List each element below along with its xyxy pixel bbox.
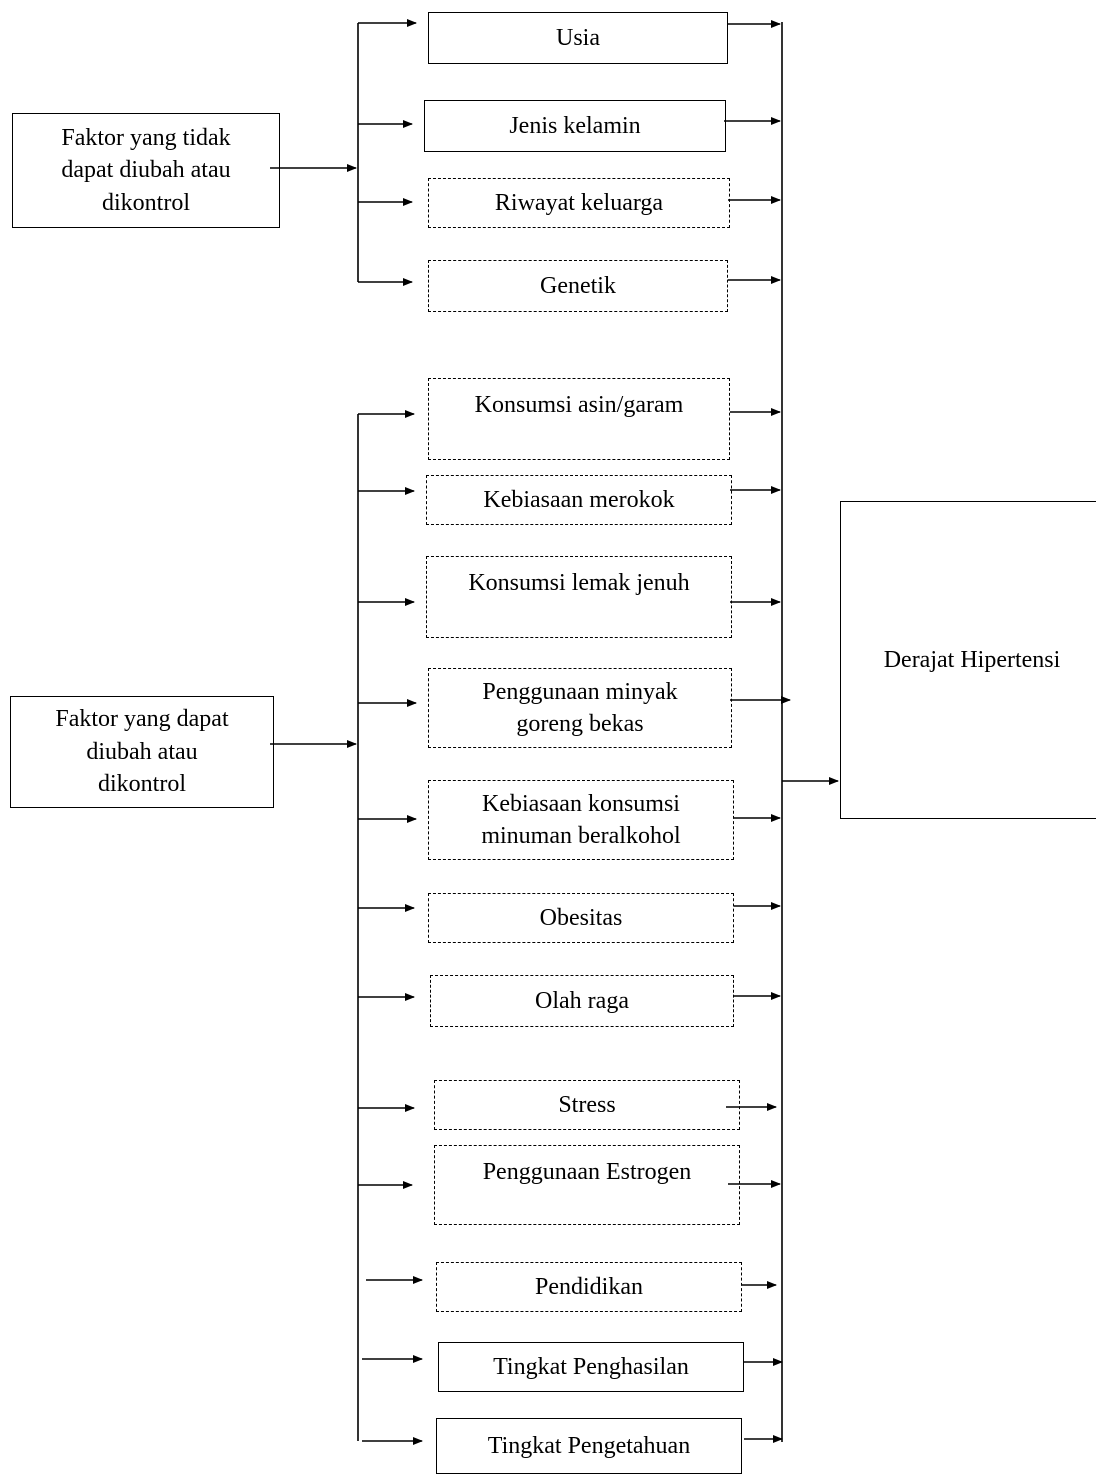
- factor-box-lemak-jenuh: Konsumsi lemak jenuh: [426, 556, 732, 638]
- factor-label: Penggunaan minyak goreng bekas: [482, 678, 678, 737]
- factor-box-riwayat-keluarga: Riwayat keluarga: [428, 178, 730, 228]
- factor-box-penghasilan: Tingkat Penghasilan: [438, 1342, 744, 1392]
- factor-box-usia: Usia: [428, 12, 728, 64]
- factor-box-olah-raga: Olah raga: [430, 975, 734, 1027]
- factor-label: Obesitas: [539, 904, 623, 931]
- fixed-factors-source-label: Faktor yang tidak dapat diubah atau diko…: [61, 124, 231, 216]
- factor-label: Genetik: [540, 272, 616, 299]
- factor-box-pengetahuan: Tingkat Pengetahuan: [436, 1418, 742, 1474]
- factor-box-stress: Stress: [434, 1080, 740, 1130]
- factor-box-konsumsi-garam: Konsumsi asin/garam: [428, 378, 730, 460]
- target-label: Derajat Hipertensi: [883, 646, 1061, 673]
- factor-label: Olah raga: [535, 987, 629, 1014]
- modifiable-factors-source-label: Faktor yang dapat diubah atau dikontrol: [55, 706, 229, 798]
- factor-label: Jenis kelamin: [509, 112, 641, 139]
- factor-box-pendidikan: Pendidikan: [436, 1262, 742, 1312]
- factor-label: Konsumsi asin/garam: [474, 392, 684, 418]
- factor-label: Konsumsi lemak jenuh: [468, 570, 690, 596]
- factor-box-genetik: Genetik: [428, 260, 728, 312]
- factor-label: Riwayat keluarga: [494, 189, 664, 216]
- target-box: Derajat Hipertensi: [840, 501, 1096, 819]
- factor-label: Usia: [556, 24, 600, 51]
- modifiable-factors-source-box: Faktor yang dapat diubah atau dikontrol: [10, 696, 274, 808]
- factor-box-obesitas: Obesitas: [428, 893, 734, 943]
- factor-box-estrogen: Penggunaan Estrogen: [434, 1145, 740, 1225]
- factor-label: Kebiasaan merokok: [483, 486, 675, 513]
- factor-box-alkohol: Kebiasaan konsumsi minuman beralkohol: [428, 780, 734, 860]
- fixed-factors-source-box: Faktor yang tidak dapat diubah atau diko…: [12, 113, 280, 228]
- factor-label: Kebiasaan konsumsi minuman beralkohol: [481, 790, 681, 849]
- factor-label: Pendidikan: [535, 1273, 643, 1300]
- factor-label: Tingkat Pengetahuan: [487, 1432, 691, 1459]
- factor-box-jenis-kelamin: Jenis kelamin: [424, 100, 726, 152]
- factor-label: Tingkat Penghasilan: [493, 1353, 689, 1380]
- factor-box-merokok: Kebiasaan merokok: [426, 475, 732, 525]
- factor-label: Stress: [558, 1091, 616, 1118]
- factor-label: Penggunaan Estrogen: [482, 1159, 692, 1185]
- factor-box-minyak-bekas: Penggunaan minyak goreng bekas: [428, 668, 732, 748]
